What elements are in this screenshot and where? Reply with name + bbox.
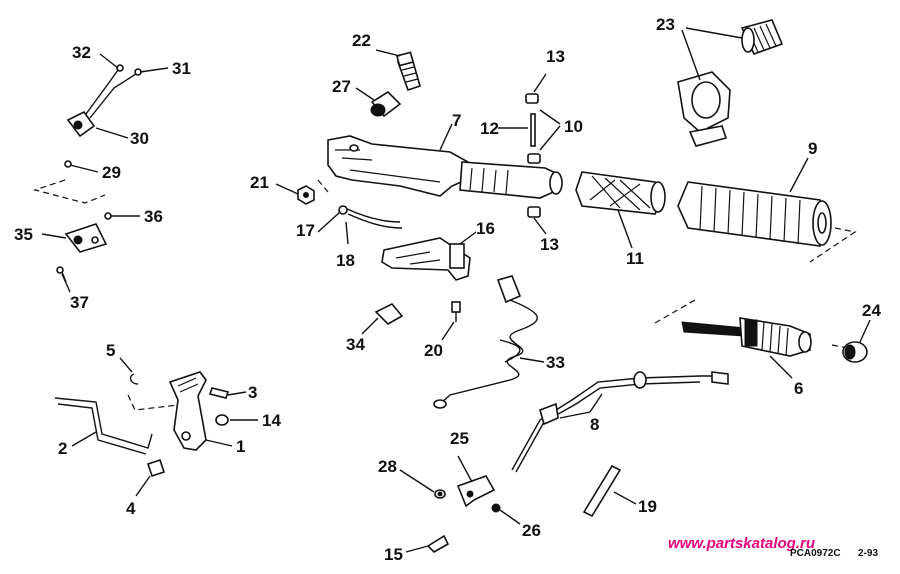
part-9-grip — [677, 181, 832, 247]
callout-37: 37 — [70, 293, 89, 312]
callout-21: 21 — [250, 173, 269, 192]
callout-22: 22 — [352, 31, 371, 50]
callout-26: 26 — [522, 521, 541, 540]
callout-3: 3 — [248, 383, 257, 402]
part-2-link-rod — [54, 397, 153, 455]
callout-13-bottom: 13 — [540, 235, 559, 254]
callout-labels: 32 31 30 29 36 35 37 5 3 14 1 2 4 22 27 … — [14, 15, 881, 564]
callout-9: 9 — [808, 139, 817, 158]
part-23-throttle-housing — [677, 19, 784, 147]
callout-29: 29 — [102, 163, 121, 182]
parts-10-12-13-hardware — [525, 93, 541, 218]
part-29-screw — [64, 160, 72, 168]
part-21-nut — [297, 185, 315, 205]
callout-10: 10 — [564, 117, 583, 136]
part-6-shaft-assembly — [681, 317, 812, 357]
callout-35: 35 — [14, 225, 33, 244]
part-3-pin — [208, 387, 230, 399]
part-34-clip — [374, 303, 404, 325]
part-27-bushing — [370, 90, 402, 118]
part-20-screw — [451, 301, 461, 322]
callout-34: 34 — [346, 335, 365, 354]
callout-25: 25 — [450, 429, 469, 448]
part-35-plate — [64, 223, 108, 253]
part-28-washer — [434, 489, 446, 499]
part-26-screw — [491, 503, 501, 513]
callout-33: 33 — [546, 353, 565, 372]
callout-5: 5 — [106, 341, 115, 360]
callout-13-top: 13 — [546, 47, 565, 66]
part-19-sleeve — [582, 464, 622, 518]
part-22-bolt — [395, 51, 421, 92]
diagram-code: PCA0972C — [790, 548, 841, 559]
callout-11: 11 — [626, 249, 644, 268]
callout-19: 19 — [638, 497, 657, 516]
callout-14: 14 — [262, 411, 281, 430]
part-8-cable — [511, 371, 729, 473]
part-5-clip — [129, 373, 139, 385]
callout-32: 32 — [72, 43, 91, 62]
callout-27: 27 — [332, 77, 351, 96]
leader-lines — [41, 27, 871, 553]
callout-12: 12 — [480, 119, 499, 138]
callout-7: 7 — [452, 111, 461, 130]
callout-4: 4 — [126, 499, 136, 518]
part-30-switch — [66, 64, 142, 138]
callout-30: 30 — [130, 129, 149, 148]
callout-16: 16 — [476, 219, 495, 238]
part-33-coil-cord — [433, 275, 538, 409]
callout-23: 23 — [656, 15, 675, 34]
callout-17: 17 — [296, 221, 315, 240]
watermark: www.partskatalog.ru — [668, 535, 815, 552]
callout-24: 24 — [862, 301, 881, 320]
part-11-grip-insert — [575, 171, 666, 215]
part-14-washer — [215, 414, 229, 426]
callout-6: 6 — [794, 379, 803, 398]
callout-20: 20 — [424, 341, 443, 360]
part-1-lever — [168, 371, 207, 451]
part-4-stud — [146, 458, 166, 478]
part-15-clip — [426, 534, 450, 553]
callout-2: 2 — [58, 439, 67, 458]
callout-28: 28 — [378, 457, 397, 476]
callout-15: 15 — [384, 545, 403, 564]
diagram-date: 2-93 — [858, 548, 878, 559]
part-24-cap — [842, 341, 868, 363]
callout-36: 36 — [144, 207, 163, 226]
part-7-tiller-arm — [327, 135, 563, 199]
part-16-bracket — [381, 237, 471, 281]
callout-8: 8 — [590, 415, 599, 434]
part-18-wire — [338, 205, 403, 229]
part-25-bracket — [456, 475, 496, 508]
callout-31: 31 — [172, 59, 191, 78]
callout-1: 1 — [236, 437, 245, 456]
callout-18: 18 — [336, 251, 355, 270]
